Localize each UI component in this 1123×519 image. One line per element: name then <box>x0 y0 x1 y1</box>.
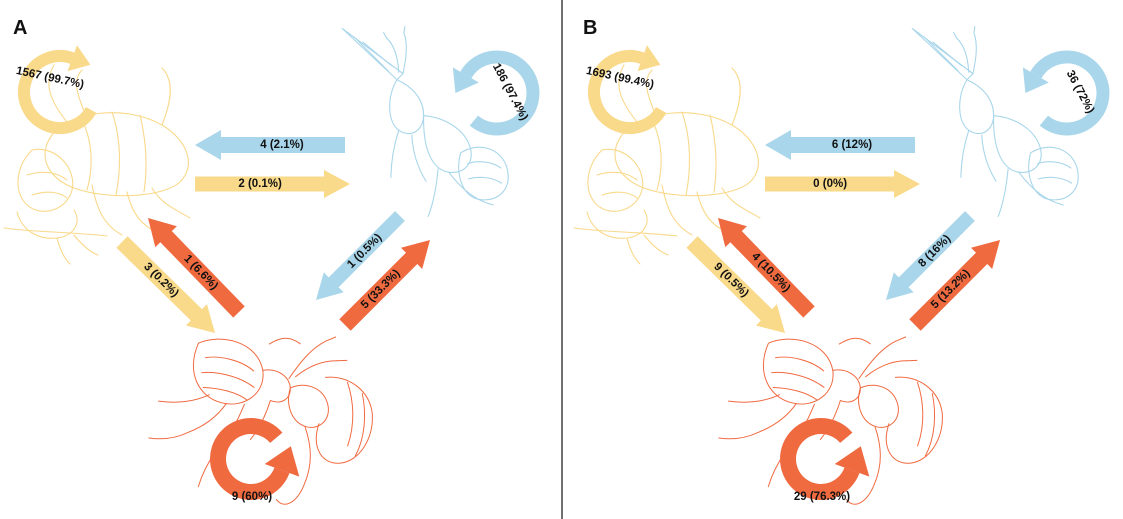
aphid-to-wasp-flow-label: 2 (0.1%) <box>238 178 282 190</box>
wasp-to-ant-flow-label: 1 (0.5%) <box>345 232 384 271</box>
aphid-to-wasp-flow-label: 0 (0%) <box>813 178 847 190</box>
panel-letter: B <box>583 17 597 39</box>
ant-to-wasp-flow-label: 5 (33.3%) <box>359 267 403 311</box>
ant-self-loop-label: 29 (76.3%) <box>794 491 850 503</box>
wasp-to-aphid-flow-label: 4 (2.1%) <box>260 139 304 151</box>
wasp-to-ant-flow-label: 8 (16%) <box>916 233 953 270</box>
ant-to-aphid-flow-label: 1 (6.6%) <box>181 253 220 293</box>
parasitoid-wasp-illustration-icon <box>342 4 513 225</box>
wasp-self-loop-arc <box>1036 57 1103 129</box>
aphid-to-ant-flow-label: 9 (0.5%) <box>711 261 751 300</box>
panel-letter: A <box>13 17 27 39</box>
parasitoid-wasp-illustration-icon <box>912 4 1083 225</box>
wasp-to-aphid-flow-label: 6 (12%) <box>832 139 872 151</box>
ant-self-loop-label: 9 (60%) <box>232 491 272 503</box>
aphid-to-ant-flow-label: 3 (0.2%) <box>141 261 181 300</box>
ant-to-aphid-flow-label: 4 (10.5%) <box>749 250 792 294</box>
ant-to-wasp-flow-label: 5 (13.2%) <box>929 267 973 311</box>
